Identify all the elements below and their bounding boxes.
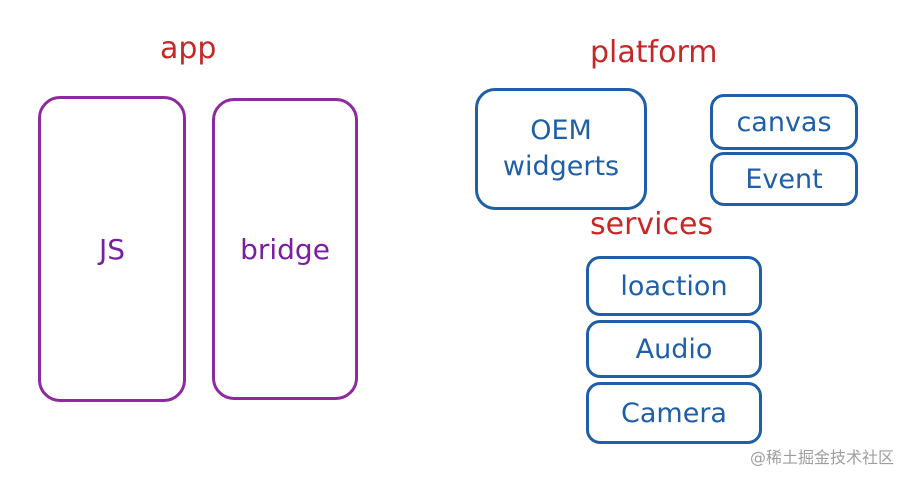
camera-box: Camera: [586, 382, 762, 444]
audio-box: Audio: [586, 320, 762, 378]
audio-box-label: Audio: [635, 333, 713, 365]
canvas-box-label: canvas: [736, 106, 832, 138]
services-label: services: [590, 207, 714, 242]
platform-label: platform: [590, 35, 718, 70]
bridge-box-label: bridge: [240, 232, 330, 266]
app-label: app: [160, 31, 217, 66]
location-box-label: loaction: [620, 270, 728, 302]
oem-widgets-line1: OEM: [530, 114, 592, 146]
oem-widgets-line2: widgerts: [502, 151, 620, 182]
canvas-box: canvas: [710, 94, 858, 150]
js-box: JS: [38, 96, 186, 402]
bridge-box: bridge: [212, 98, 358, 400]
camera-box-label: Camera: [621, 397, 727, 429]
watermark: @稀土掘金技术社区: [749, 448, 894, 467]
oem-widgets-box: OEM widgerts: [475, 88, 647, 210]
event-box: Event: [710, 152, 858, 206]
event-box-label: Event: [745, 163, 823, 195]
location-box: loaction: [586, 256, 762, 316]
js-box-label: JS: [98, 232, 126, 266]
